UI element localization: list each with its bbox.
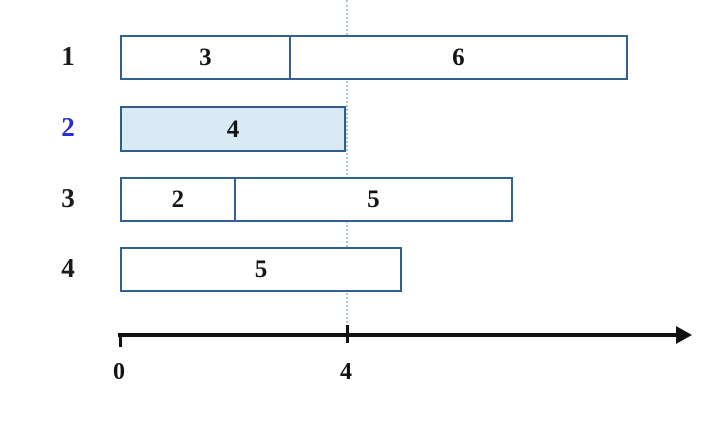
bar-segment: 2 bbox=[171, 186, 185, 213]
bar-row-3: 2 5 bbox=[120, 177, 513, 222]
row-label-2: 2 bbox=[61, 112, 75, 142]
x-axis-tick-label-4: 4 bbox=[340, 359, 352, 385]
guide-line-x4 bbox=[346, 0, 348, 335]
x-axis-arrow-icon bbox=[676, 326, 692, 344]
bar-segment: 5 bbox=[254, 256, 268, 283]
x-axis-tick-label-0: 0 bbox=[113, 359, 125, 385]
bar-segment: 6 bbox=[288, 37, 626, 78]
bar-segment: 4 bbox=[226, 115, 240, 143]
bar-row-2: 4 bbox=[120, 106, 346, 152]
bar-row-1: 3 6 bbox=[120, 35, 628, 80]
row-label-3: 3 bbox=[61, 183, 75, 213]
x-axis-tick-0 bbox=[119, 333, 122, 347]
bar-row-4: 5 bbox=[120, 247, 402, 292]
x-axis-line bbox=[118, 333, 678, 337]
row-label-4: 4 bbox=[61, 253, 75, 283]
x-axis-tick-4 bbox=[346, 325, 349, 343]
bar-segment: 3 bbox=[199, 44, 212, 71]
row-label-1: 1 bbox=[61, 41, 75, 71]
bar-segment: 5 bbox=[233, 179, 511, 220]
